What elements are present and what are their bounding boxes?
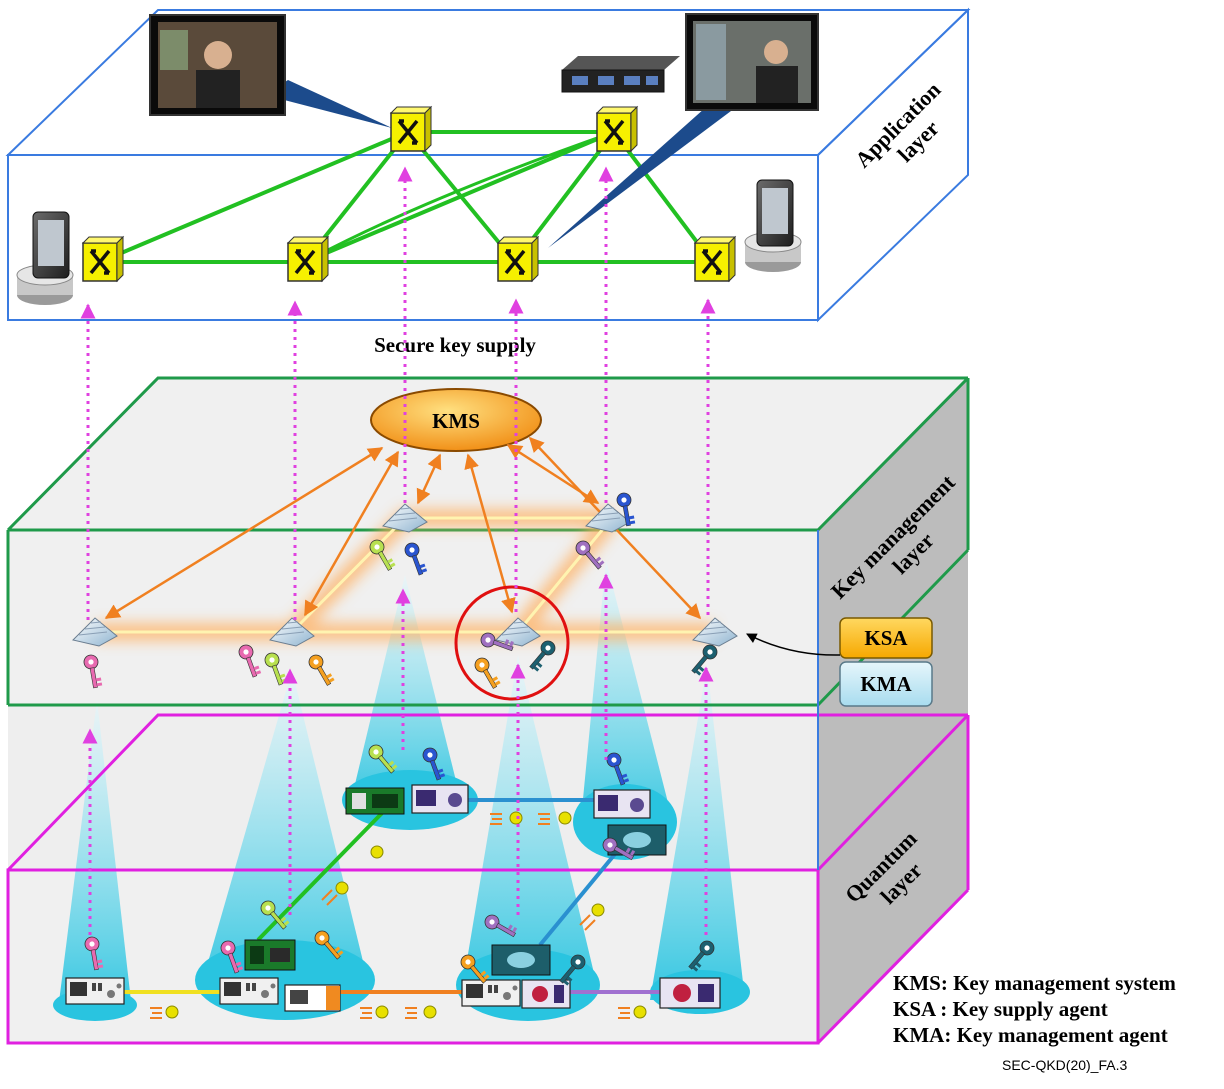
video-screen-icon [548,13,819,248]
smartphone-icon [744,179,802,272]
kma-label: KMA [860,672,912,696]
photon-trails [150,813,630,1019]
photon-icon [165,811,647,1019]
qkd-device-icon [491,944,551,976]
smartphone-icon [16,211,74,305]
legend-item-kms: KMS: Key management system [893,971,1176,995]
highlight-circle [454,585,570,701]
qkd-device-icon [219,977,279,1005]
qkd-device-icon [411,784,469,814]
kms-label: KMS [432,409,480,433]
optical-switch-icon [81,235,125,283]
application-layer-label: Application layer [850,73,968,191]
qkd-device-icon [284,984,341,1012]
optical-switch-icon [496,235,540,283]
qkd-device-icon [521,979,571,1009]
ksa-label: KSA [864,626,908,650]
qkd-device-icon [593,789,651,819]
video-screen-icon [149,14,392,128]
quantum-layer-outline [6,713,970,1045]
secure-key-supply-label: Secure key supply [374,333,536,357]
legend-item-kma: KMA: Key management agent [893,1023,1168,1047]
kms-node: KMS [370,388,542,452]
legend-item-ksa: KSA : Key supply agent [893,997,1108,1021]
qkd-device-icon [659,977,721,1009]
legend: KMS: Key management system KSA : Key sup… [893,970,1176,1048]
qkd-device-icon [345,787,405,815]
optical-switch-icon [693,235,737,283]
figure-id: SEC-QKD(20)_FA.3 [1002,1057,1128,1073]
optical-switch-icon [595,105,639,153]
ksa-box: KSA [839,617,933,659]
optical-switch-icon [286,235,330,283]
key-supply-dotted-lines [80,166,716,935]
qkd-device-icon [244,939,296,971]
optical-switch-icon [389,105,433,153]
kma-box: KMA [839,661,933,707]
ksa-pointer-arrow [746,633,841,656]
qkd-device-icon [461,979,521,1007]
qkd-device-icon [65,977,125,1005]
router-device-icon [561,56,680,93]
